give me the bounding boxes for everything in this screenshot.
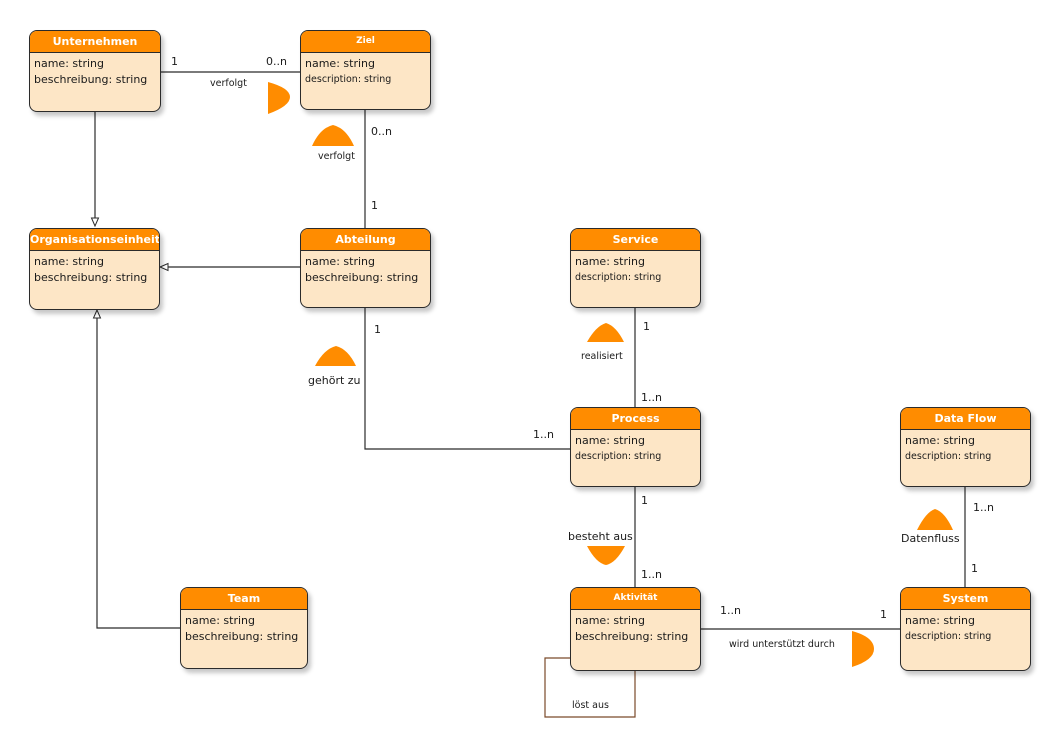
class-attribute: name: string [575,255,645,268]
generalization-arrowhead [92,308,102,319]
multiplicity-label: 1 [371,199,378,212]
multiplicity-label: 1 [880,608,887,621]
class-name: Aktivität [571,588,700,610]
class-name: System [901,588,1030,610]
class-name: Team [181,588,307,610]
class-attribute: beschreibung: string [185,630,299,643]
class-attribute: beschreibung: string [34,271,148,284]
class-attribute: description: string [575,451,662,462]
class-name: Unternehmen [30,31,160,53]
class-attribute: name: string [34,57,104,70]
assoc-line-abteilung-process [364,308,570,450]
direction-triangle-right-icon [268,82,290,114]
association-label: verfolgt [318,151,355,162]
generalization-arrowhead [90,217,100,228]
class-attribute: beschreibung: string [575,630,689,643]
class-ziel[interactable]: Ziel name: string description: string [300,30,431,110]
class-name: Process [571,408,700,430]
class-attribute: name: string [34,255,104,268]
association-label: wird unterstützt durch [729,639,835,650]
multiplicity-label: 0..n [266,55,287,68]
generalization-arrowhead [158,262,169,272]
class-attribute: name: string [905,614,975,627]
class-abteilung[interactable]: Abteilung name: string beschreibung: str… [300,228,431,308]
association-label: realisiert [581,351,623,362]
class-name: Ziel [301,31,430,53]
association-label: verfolgt [210,78,247,89]
multiplicity-label: 1 [641,494,648,507]
class-attribute: description: string [905,631,992,642]
multiplicity-label: 1 [643,320,650,333]
class-organisationseinheit[interactable]: Organisationseinheit name: string beschr… [29,228,160,310]
direction-triangle-up-icon [587,323,624,342]
class-unternehmen[interactable]: Unternehmen name: string beschreibung: s… [29,30,161,112]
class-data-flow[interactable]: Data Flow name: string description: stri… [900,407,1031,487]
multiplicity-label: 1..n [641,391,662,404]
class-attribute: description: string [575,272,662,283]
class-attribute: description: string [905,451,992,462]
association-label: Datenfluss [901,532,960,545]
multiplicity-label: 1 [171,55,178,68]
class-attribute: beschreibung: string [305,271,419,284]
multiplicity-label: 1..n [973,501,994,514]
multiplicity-label: 1..n [641,568,662,581]
direction-triangle-right-icon [852,631,874,667]
self-loop-line [544,657,636,718]
class-name: Data Flow [901,408,1030,430]
class-attribute: beschreibung: string [34,73,148,86]
multiplicity-label: 1..n [533,428,554,441]
class-attribute: name: string [305,255,375,268]
association-label: löst aus [572,700,609,711]
association-label: gehört zu [308,374,361,387]
association-label: besteht aus [568,530,633,543]
class-attribute: description: string [305,74,392,85]
generalization-line-team [96,317,180,629]
multiplicity-label: 1 [971,562,978,575]
direction-triangle-down-icon [587,546,625,565]
multiplicity-label: 1 [374,323,381,336]
multiplicity-label: 1..n [720,604,741,617]
direction-triangle-up-icon [312,125,354,146]
class-service[interactable]: Service name: string description: string [570,228,701,308]
class-attribute: name: string [305,57,375,70]
direction-triangle-up-icon [917,509,953,530]
class-name: Service [571,229,700,251]
class-team[interactable]: Team name: string beschreibung: string [180,587,308,669]
class-attribute: name: string [575,434,645,447]
multiplicity-label: 0..n [371,125,392,138]
class-attribute: name: string [905,434,975,447]
class-name: Organisationseinheit [30,229,159,251]
class-attribute: name: string [185,614,255,627]
class-name: Abteilung [301,229,430,251]
class-attribute: name: string [575,614,645,627]
class-process[interactable]: Process name: string description: string [570,407,701,487]
class-system[interactable]: System name: string description: string [900,587,1031,671]
direction-triangle-up-icon [315,346,356,366]
class-aktivitaet[interactable]: Aktivität name: string beschreibung: str… [570,587,701,671]
